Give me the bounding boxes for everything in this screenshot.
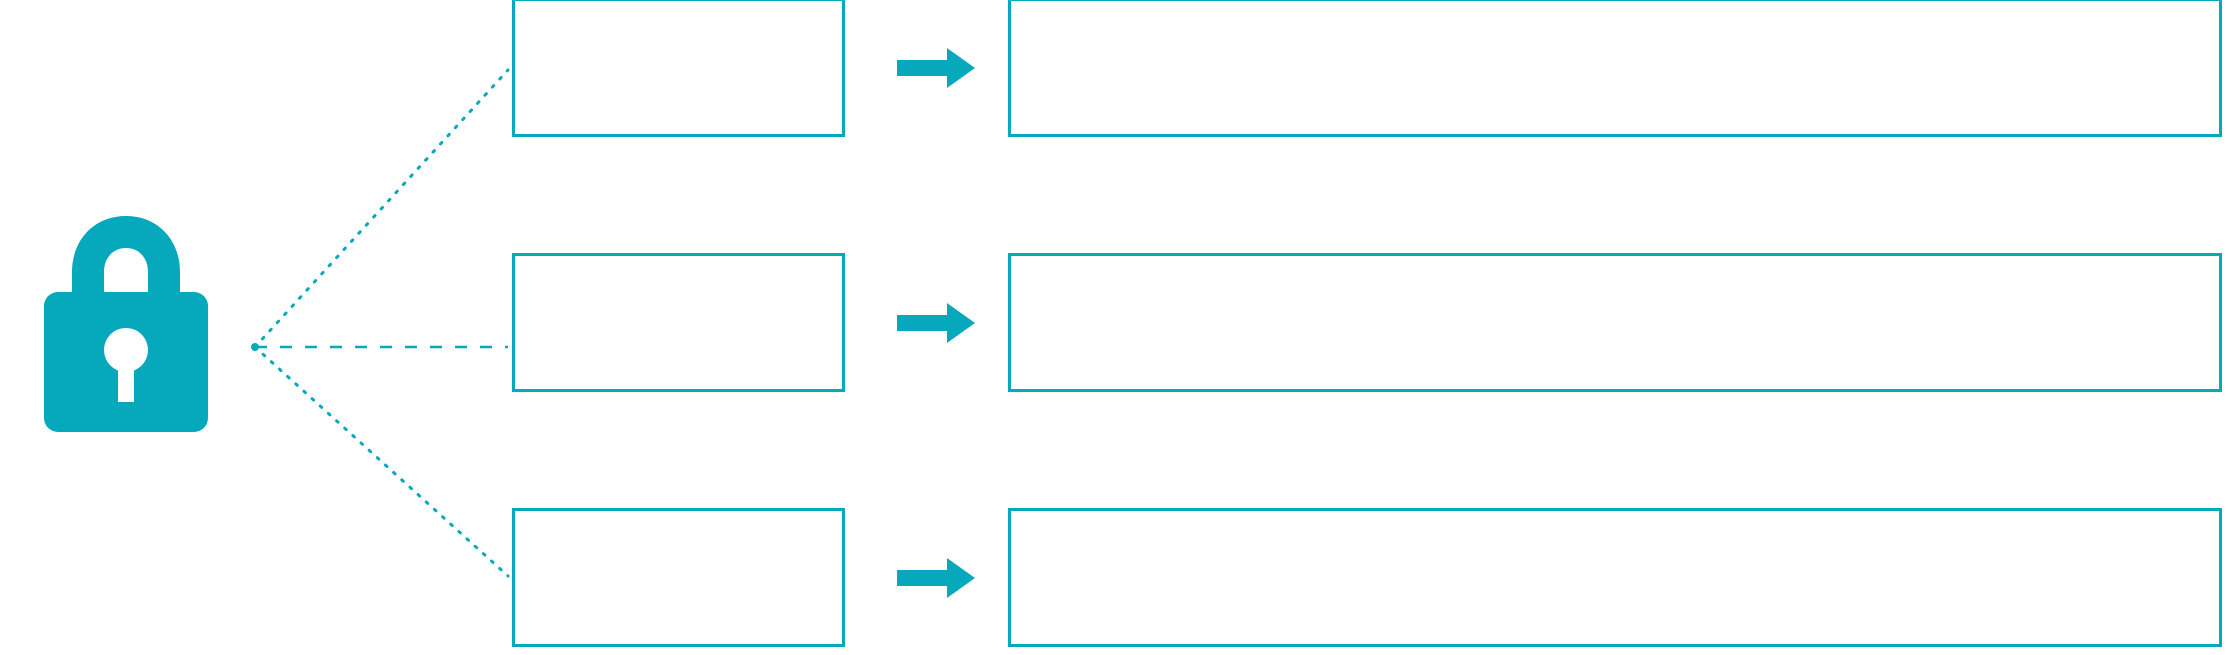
label-box-3[interactable] [512,508,845,647]
content-box-3[interactable] [1008,508,2222,647]
diagram-row [0,0,2229,143]
arrow-icon [897,558,975,598]
diagram-row [0,253,2229,398]
label-box-1[interactable] [512,0,845,137]
arrow-icon [897,48,975,88]
lock-icon [36,210,216,438]
diagram-row [0,508,2229,653]
label-box-2[interactable] [512,253,845,392]
arrow-icon [897,303,975,343]
content-box-2[interactable] [1008,253,2222,392]
content-box-1[interactable] [1008,0,2222,137]
